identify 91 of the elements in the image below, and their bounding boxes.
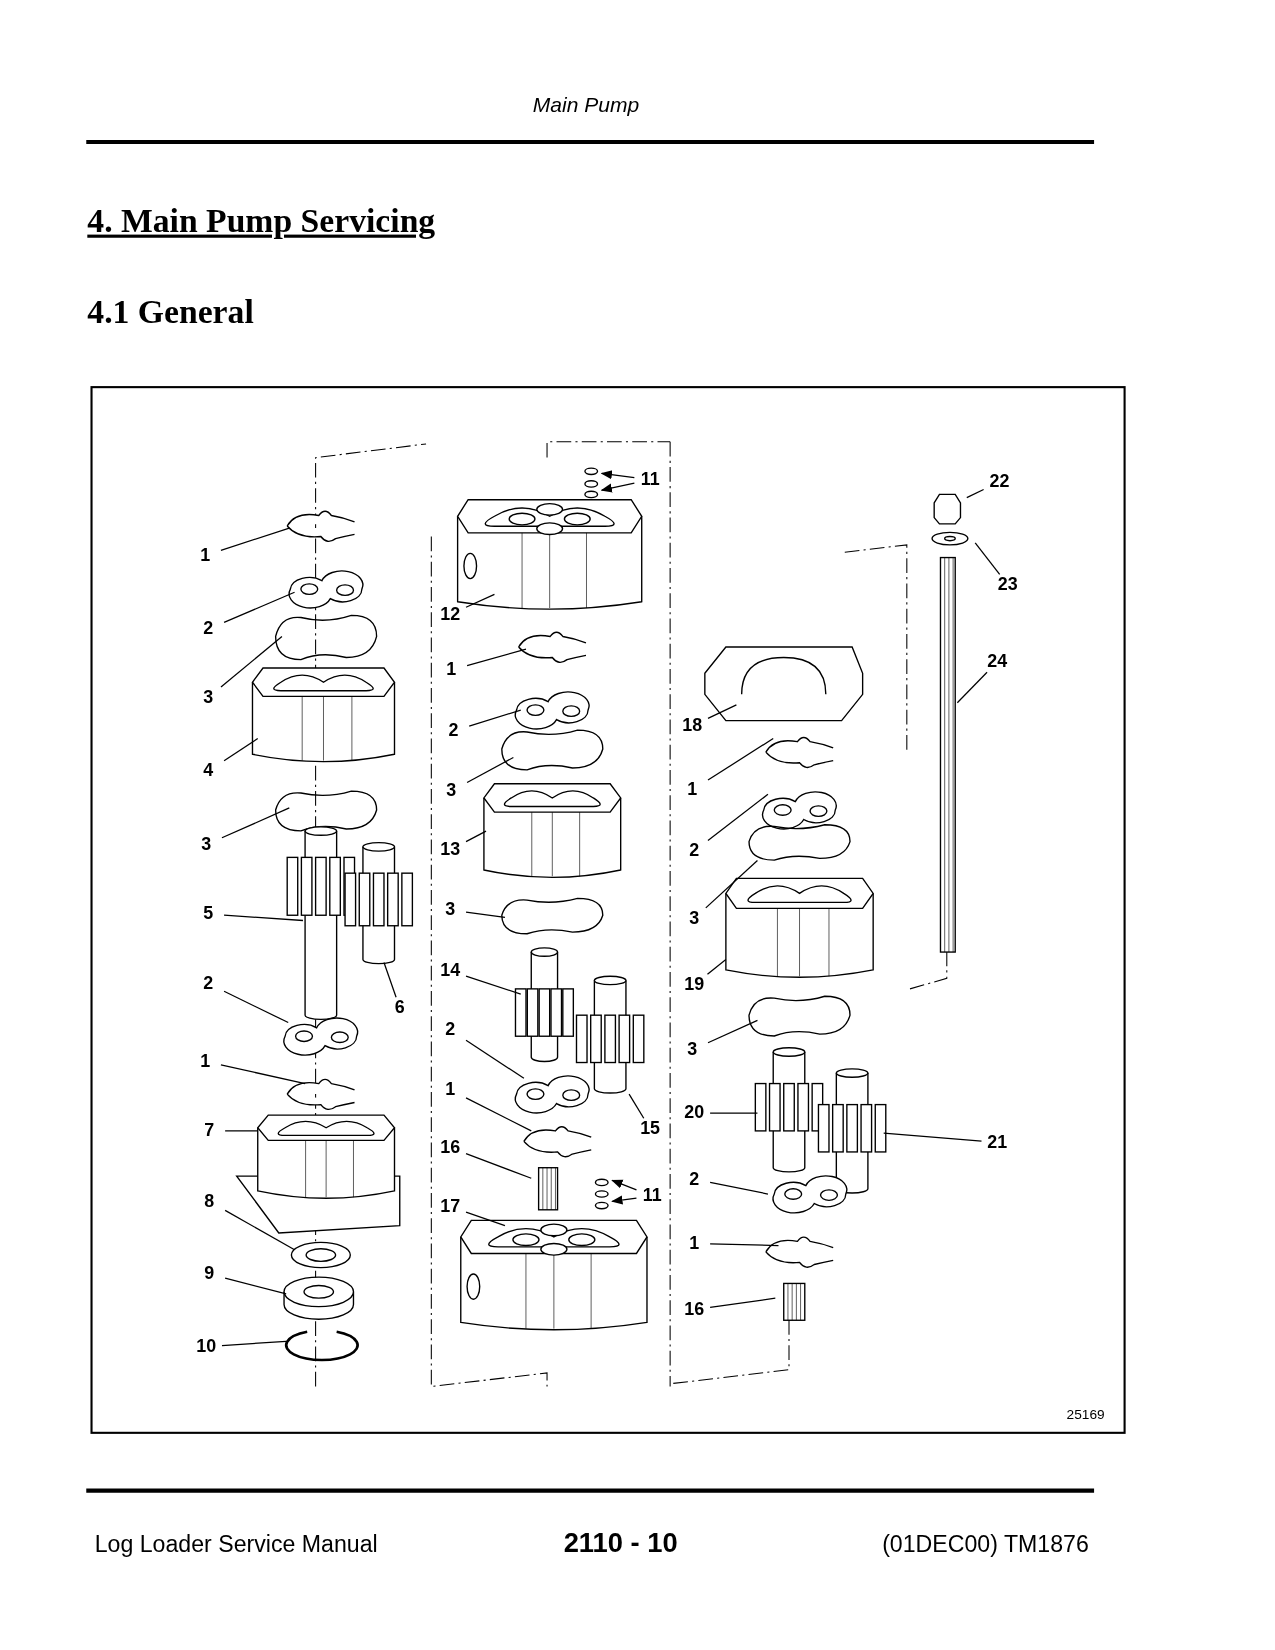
leader-line [224, 1209, 296, 1251]
leader-line [465, 1211, 506, 1227]
leader-line [974, 542, 1001, 575]
callout-number: 1 [434, 1079, 467, 1101]
callout-number: 3 [192, 686, 225, 708]
footer-text: Log Loader Service Manual [94, 1530, 378, 1558]
callout-number: 3 [678, 907, 711, 929]
figure-number: 25169 [1066, 1406, 1105, 1423]
leader-line [465, 975, 522, 995]
leader-line [709, 1297, 776, 1309]
callout-number: 16 [434, 1137, 467, 1159]
leader-line [707, 793, 769, 842]
callout-number: 6 [384, 997, 416, 1019]
leader-line [465, 1039, 525, 1079]
running-header: Main Pump [532, 92, 640, 117]
callout-number: 8 [193, 1190, 226, 1212]
leader-line [709, 1243, 780, 1247]
callout-number: 21 [981, 1131, 1014, 1153]
callout-number: 5 [192, 903, 225, 925]
leader-line [707, 704, 738, 719]
callout-number: 11 [634, 469, 666, 491]
leader-line [224, 1277, 287, 1295]
callout-number: 17 [434, 1196, 467, 1218]
callout-number: 1 [676, 779, 708, 801]
leader-line [465, 830, 487, 843]
callout-number: 23 [992, 574, 1024, 596]
leader-line [466, 756, 514, 784]
callout-number: 16 [678, 1299, 711, 1321]
leader-line [611, 1195, 638, 1205]
callout-number: 3 [435, 780, 468, 802]
leader-line [220, 635, 283, 688]
leader-line [223, 914, 304, 922]
leader-line [709, 1181, 769, 1195]
leader-line [223, 591, 296, 623]
leader-line [465, 593, 496, 608]
callout-number: 10 [190, 1336, 222, 1358]
callout-number: 14 [434, 960, 467, 982]
callout-number: 2 [437, 720, 470, 742]
leader-line [465, 1097, 532, 1132]
callout-number: 3 [434, 899, 467, 921]
callout-number: 2 [192, 618, 225, 640]
leader-line [956, 671, 988, 704]
callout-number: 2 [678, 1168, 711, 1190]
leader-line [706, 958, 727, 975]
leader-line [221, 807, 290, 839]
callout-number: 11 [636, 1185, 668, 1207]
callout-number: 7 [193, 1120, 226, 1142]
leader-line [383, 961, 397, 998]
callout-number: 1 [189, 1050, 221, 1072]
leader-line [465, 911, 506, 918]
callout-number: 20 [678, 1102, 711, 1124]
leader-line [707, 1019, 759, 1044]
callout-number: 19 [678, 974, 711, 996]
subsection-heading: 4.1 General [87, 292, 254, 332]
callout-number: 2 [434, 1019, 467, 1041]
callout-number: 9 [193, 1263, 226, 1285]
leader-line [600, 470, 635, 480]
leader-line [705, 859, 759, 909]
callout-number: 4 [192, 760, 225, 782]
leader-line [628, 1093, 645, 1119]
callout-number: 15 [634, 1118, 666, 1140]
callout-number: 13 [434, 839, 467, 861]
callout-number: 1 [678, 1232, 711, 1254]
callout-number: 1 [435, 659, 468, 681]
callout-number: 3 [676, 1039, 708, 1061]
callout-number: 18 [676, 715, 708, 737]
leader-line [600, 482, 635, 493]
callout-number: 24 [981, 651, 1014, 673]
leader-line [223, 737, 259, 762]
leader-line [220, 1064, 306, 1085]
section-heading: 4. Main Pump Servicing [87, 202, 436, 241]
leader-line [466, 648, 527, 667]
callout-number: 22 [983, 471, 1016, 493]
leader-line [468, 709, 522, 727]
leader-line [465, 1153, 532, 1179]
leader-line [966, 488, 985, 499]
callout-number: 2 [192, 973, 225, 995]
callout-number: 3 [190, 834, 222, 856]
leader-line [221, 1340, 287, 1347]
footer-text: (01DEC00) TM1876 [882, 1530, 1089, 1558]
leader-line [223, 990, 289, 1024]
page-number: 2110 - 10 [563, 1526, 678, 1560]
callout-number: 2 [678, 840, 711, 862]
leader-line [611, 1179, 638, 1191]
callout-number: 1 [189, 544, 221, 566]
leader-line [224, 1130, 259, 1132]
callout-number: 12 [434, 603, 467, 625]
leader-line [883, 1132, 983, 1142]
leader-line [707, 737, 774, 781]
leader-line [220, 527, 290, 551]
leader-line [709, 1112, 759, 1114]
